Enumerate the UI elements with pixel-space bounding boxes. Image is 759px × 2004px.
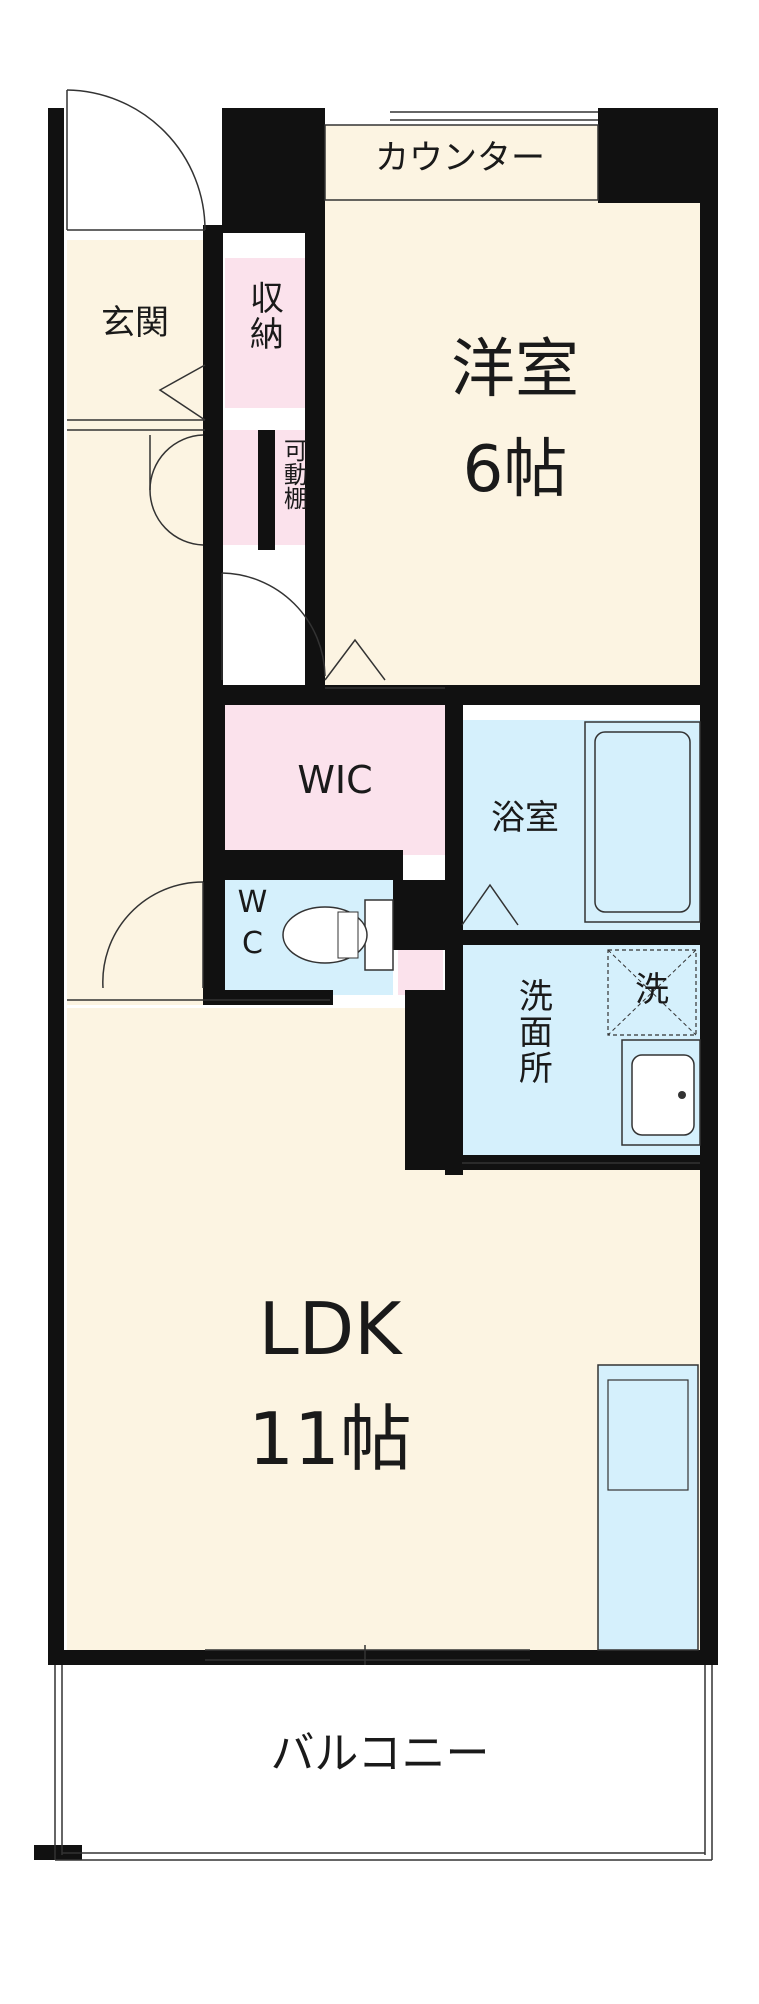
entrance-door <box>66 89 206 431</box>
western-room-floor <box>325 125 703 690</box>
sink-icon <box>621 1039 701 1146</box>
washroom-label: 洗面所 <box>512 978 553 1086</box>
entrance-label: 玄関 <box>101 303 169 343</box>
bathroom-label: 浴室 <box>491 798 559 838</box>
wic-floor <box>225 705 445 855</box>
movable-shelf-label: 可動棚 <box>279 438 308 510</box>
ldk-label: LDK <box>258 1287 402 1371</box>
balcony-label: バルコニー <box>270 1728 490 1779</box>
entrance-floor <box>67 240 207 425</box>
wc-door <box>67 881 330 1001</box>
storage-doors <box>149 434 204 546</box>
washing-machine-icon <box>607 949 697 1036</box>
wc-small-storage <box>398 945 443 995</box>
storage-floor <box>225 258 307 408</box>
kitchen-counter-icon <box>597 1364 699 1651</box>
toilet-icon <box>282 899 394 971</box>
hallway-floor <box>67 425 207 1005</box>
windows <box>205 111 598 1665</box>
western-room-size: 6帖 <box>462 433 568 507</box>
washing-machine-label: 洗 <box>635 970 669 1010</box>
wc-label: WC <box>235 885 270 967</box>
western-room-label: 洋室 <box>451 333 579 407</box>
counter-label: カウンター <box>375 138 545 178</box>
bathroom-door-marker <box>461 883 519 926</box>
balcony-outline <box>54 1665 713 1861</box>
walls <box>34 108 718 1860</box>
storage-label: 収納 <box>243 280 284 352</box>
ldk-size: 11帖 <box>248 1397 412 1481</box>
western-room-door <box>221 572 445 689</box>
bathtub-icon <box>584 721 701 923</box>
counter-strip <box>324 124 599 201</box>
wic-label: WIC <box>297 758 373 802</box>
